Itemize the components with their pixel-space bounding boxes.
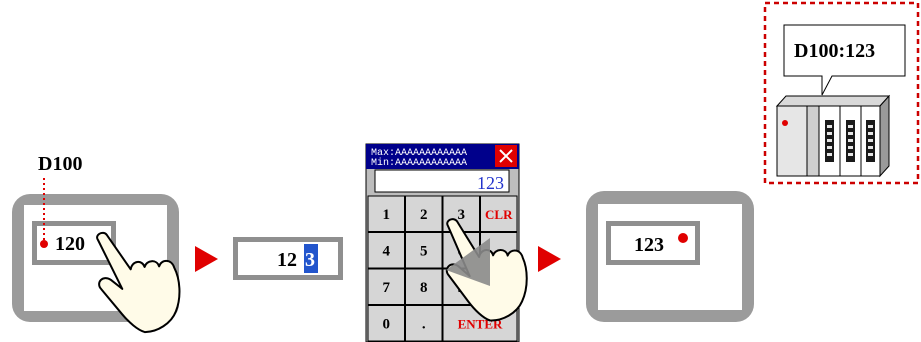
- close-icon: [499, 149, 513, 163]
- keypad-key-label: 2: [420, 207, 428, 223]
- keypad-key-label: 3: [458, 207, 466, 223]
- step2-field: 12 3: [233, 237, 343, 280]
- arrow-right-icon: [195, 246, 218, 272]
- keypad-key-2[interactable]: 2: [405, 195, 443, 232]
- keypad-key-label: CLR: [485, 207, 513, 222]
- min-label: Min:AAAAAAAAAAAA: [371, 157, 467, 169]
- keypad-display: [374, 169, 510, 193]
- keypad-key-label: 0: [383, 316, 391, 332]
- arrow-right-icon-2: [538, 246, 561, 272]
- keypad-key-label: 8: [420, 280, 428, 296]
- keypad-key-7[interactable]: 7: [367, 268, 405, 305]
- plc-rack-icon: [775, 94, 891, 178]
- keypad-key-0[interactable]: 0: [367, 305, 405, 342]
- keypad-display-value: 123: [477, 173, 504, 193]
- plc-callout: D100:123: [794, 40, 875, 62]
- device-label: D100: [38, 153, 82, 175]
- keypad-key-label: 7: [383, 280, 391, 296]
- keypad-key-label: 1: [383, 207, 391, 223]
- input-field-inner: [238, 242, 338, 275]
- keypad-key-label: 5: [420, 243, 428, 259]
- step1-value: 120: [55, 233, 85, 255]
- keypad-key-4[interactable]: 4: [367, 232, 405, 269]
- keypad-key-label: .: [422, 316, 426, 332]
- keypad-key-dot[interactable]: .: [405, 305, 443, 342]
- input-cursor: [304, 244, 318, 273]
- keypad-key-8[interactable]: 8: [405, 268, 443, 305]
- keypad-key-1[interactable]: 1: [367, 195, 405, 232]
- keypad-key-5[interactable]: 5: [405, 232, 443, 269]
- write-point: [678, 233, 688, 243]
- step2-prefix: 12: [277, 249, 297, 271]
- press-shadow: [446, 238, 490, 286]
- keypad-key-label: 4: [383, 243, 391, 259]
- touch-point: [40, 240, 48, 248]
- step2-cursor-digit: 3: [305, 249, 315, 271]
- max-label: Max:AAAAAAAAAAAA: [371, 148, 467, 159]
- callout-bubble: [783, 24, 906, 96]
- numeric-field-2-inner: [611, 226, 695, 260]
- step3-value: 123: [634, 234, 664, 256]
- plc-group: D100:123: [763, 1, 920, 185]
- keypad-key-clr[interactable]: CLR: [480, 195, 518, 232]
- plc-frame: [763, 1, 920, 185]
- step3-panel: 123: [586, 191, 754, 322]
- step1-panel: 120 D100: [12, 153, 193, 342]
- keypad-titlebar: [366, 144, 519, 169]
